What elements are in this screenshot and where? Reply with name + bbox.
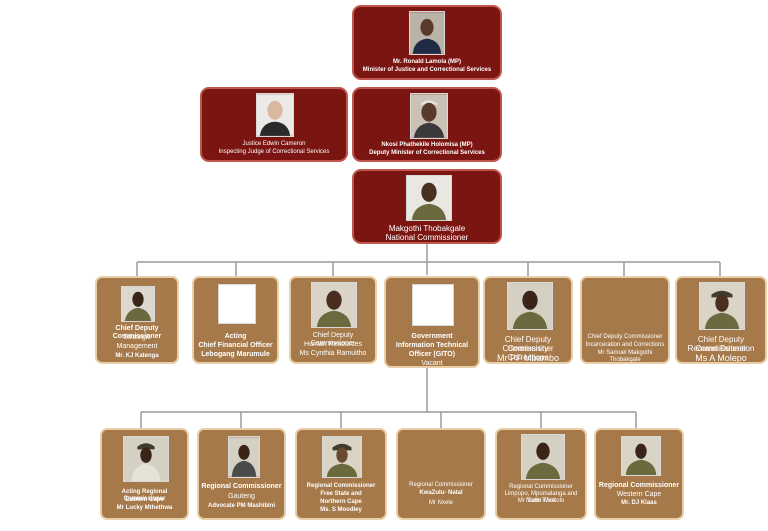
region-5-region: Limpopo, Mpumalanga and North West [504, 491, 578, 504]
minister-box: Mr. Ronald Lamola (MP) Minister of Justi… [352, 5, 502, 80]
region-1-title: Acting Regional Commissioner [121, 489, 168, 502]
inspecting-judge-box: Justice Edwin Cameron Inspecting Judge o… [200, 87, 348, 162]
region-4-title: Regional Commissioner [409, 482, 473, 488]
chief-incarceration-corrections-box: Chief Deputy Commissioner Incarceration … [580, 276, 670, 364]
region-eastern-cape-box: Acting Regional Commissioner Eastern Cap… [100, 428, 189, 520]
minister-title: Minister of Justice and Correctional Ser… [362, 67, 492, 73]
region-3-region: Free State and [320, 491, 362, 497]
chief-4-title: Government [411, 333, 453, 340]
region-6-name: Mr. DJ Klaas [621, 500, 657, 506]
chief-remand-detention-photo [699, 282, 745, 330]
region-2-name: Advocate PM Mashibini [207, 503, 275, 509]
deputy-minister-box: Nkosi Phathekile Holomisa (MP) Deputy Mi… [352, 87, 502, 162]
chief-6-unit: Incarceration and Corrections [585, 342, 665, 348]
region-gauteng-box: Regional Commissioner Gauteng Advocate P… [197, 428, 286, 520]
chief-human-resources-box: Chief Deputy Commissioner Human Resource… [289, 276, 377, 364]
region-6-region: Western Cape [616, 491, 662, 498]
region-4-region: KwaZulu- Natal [419, 490, 463, 496]
chief-strategic-management-box: Chief Deputy Commissioner Strategic Mana… [95, 276, 179, 364]
inspecting-judge-name: Justice Edwin Cameron [242, 141, 306, 147]
region-5-title: Regional Commissioner [509, 484, 573, 490]
region-1-name: Mr Lucky Mthethwa [116, 505, 173, 511]
inspecting-judge-title: Inspecting Judge of Correctional Service… [218, 149, 330, 155]
chief-5-name: Mr PF Mbambo [496, 353, 559, 363]
national-commissioner-title: National Commissioner [385, 233, 469, 242]
region-3-region-line2: Northern Cape [320, 499, 362, 505]
region-kwazulu-natal-box: Regional Commissioner KwaZulu- Natal Mr … [396, 428, 486, 520]
chief-1-unit-line2: Management [116, 343, 158, 350]
chief-3-title: Chief Deputy Commissioner [310, 332, 356, 348]
region-free-state-northern-cape-box: Regional Commissioner Free State and Nor… [295, 428, 387, 520]
chief-financial-officer-box: Acting Chief Financial Officer Lebogang … [192, 276, 279, 364]
chief-2-title: Acting [224, 333, 247, 340]
chief-community-corrections-photo [507, 282, 553, 330]
chief-financial-officer-photo-placeholder [218, 284, 256, 324]
chief-4-unit-line2: Officer (GITO) [408, 351, 456, 358]
minister-photo [409, 11, 445, 55]
chief-human-resources-photo [311, 282, 357, 328]
region-gauteng-photo [228, 436, 260, 478]
region-4-name: Mr Nxele [428, 500, 453, 506]
chief-1-title: Chief Deputy Commissioner [112, 325, 162, 341]
chief-2-name: Lebogang Marumule [201, 351, 270, 358]
region-western-cape-photo [621, 436, 661, 476]
chief-6-name: Mr Samuel Makgothi Thobakgale [597, 350, 653, 363]
region-limpopo-photo [521, 434, 565, 480]
chief-3-unit: Human Resources [304, 341, 362, 348]
chief-1-name: Mr. KJ Katenga [115, 353, 159, 359]
inspecting-judge-photo [256, 93, 294, 137]
chief-4-name: Vacant [421, 360, 443, 367]
region-eastern-cape-photo [123, 436, 169, 482]
region-western-cape-box: Regional Commissioner Western Cape Mr. D… [594, 428, 684, 520]
chief-4-unit: Information Technical [395, 342, 469, 349]
deputy-minister-title: Deputy Minister of Correctional Services [369, 150, 485, 156]
chief-1-unit: Strategic [123, 334, 151, 341]
region-3-title: Regional Commissioner [306, 483, 376, 489]
deputy-minister-name: Nkosi Phathekile Holomisa (MP) [381, 142, 473, 148]
chief-5-title: Chief Deputy Commissioner [502, 335, 554, 354]
national-commissioner-box: Makgothi Thobakgale National Commissione… [352, 169, 502, 244]
chief-strategic-management-photo [121, 286, 155, 322]
chief-community-corrections-box: Chief Deputy Commissioner Community Corr… [483, 276, 573, 364]
national-commissioner-name: Makgothi Thobakgale [388, 224, 466, 233]
region-2-title: Regional Commissioner [201, 483, 282, 490]
chief-3-name: Ms Cynthia Ramuitho [299, 350, 367, 357]
chief-6-title: Chief Deputy Commissioner [587, 334, 663, 340]
national-commissioner-photo [406, 175, 452, 221]
region-3-name: Ms. S Moodley [320, 507, 362, 513]
chief-7-name: Ms A Molepo [695, 353, 747, 363]
chief-5-unit: Community Corrections [507, 344, 549, 363]
gito-box: Government Information Technical Officer… [384, 276, 480, 368]
deputy-minister-photo [410, 93, 448, 139]
chief-remand-detention-box: Chief Deputy Commissioner Remand Detenti… [675, 276, 767, 364]
chief-7-title: Chief Deputy Commissioner [695, 335, 747, 354]
chief-2-unit: Chief Financial Officer [198, 342, 273, 349]
region-1-region: Eastern Cape [125, 497, 164, 503]
region-free-state-photo [322, 436, 362, 478]
gito-photo-placeholder [412, 284, 454, 326]
chief-7-unit: Remand Detention [687, 344, 755, 353]
region-limpopo-mpumalanga-north-west-box: Regional Commissioner Limpopo, Mpumalang… [495, 428, 587, 520]
region-6-title: Regional Commissioner [598, 482, 680, 489]
minister-name: Mr. Ronald Lamola (MP) [392, 59, 461, 65]
region-2-region: Gauteng [228, 493, 255, 500]
region-5-name: Mr Tlabo Thokolo [517, 498, 565, 504]
